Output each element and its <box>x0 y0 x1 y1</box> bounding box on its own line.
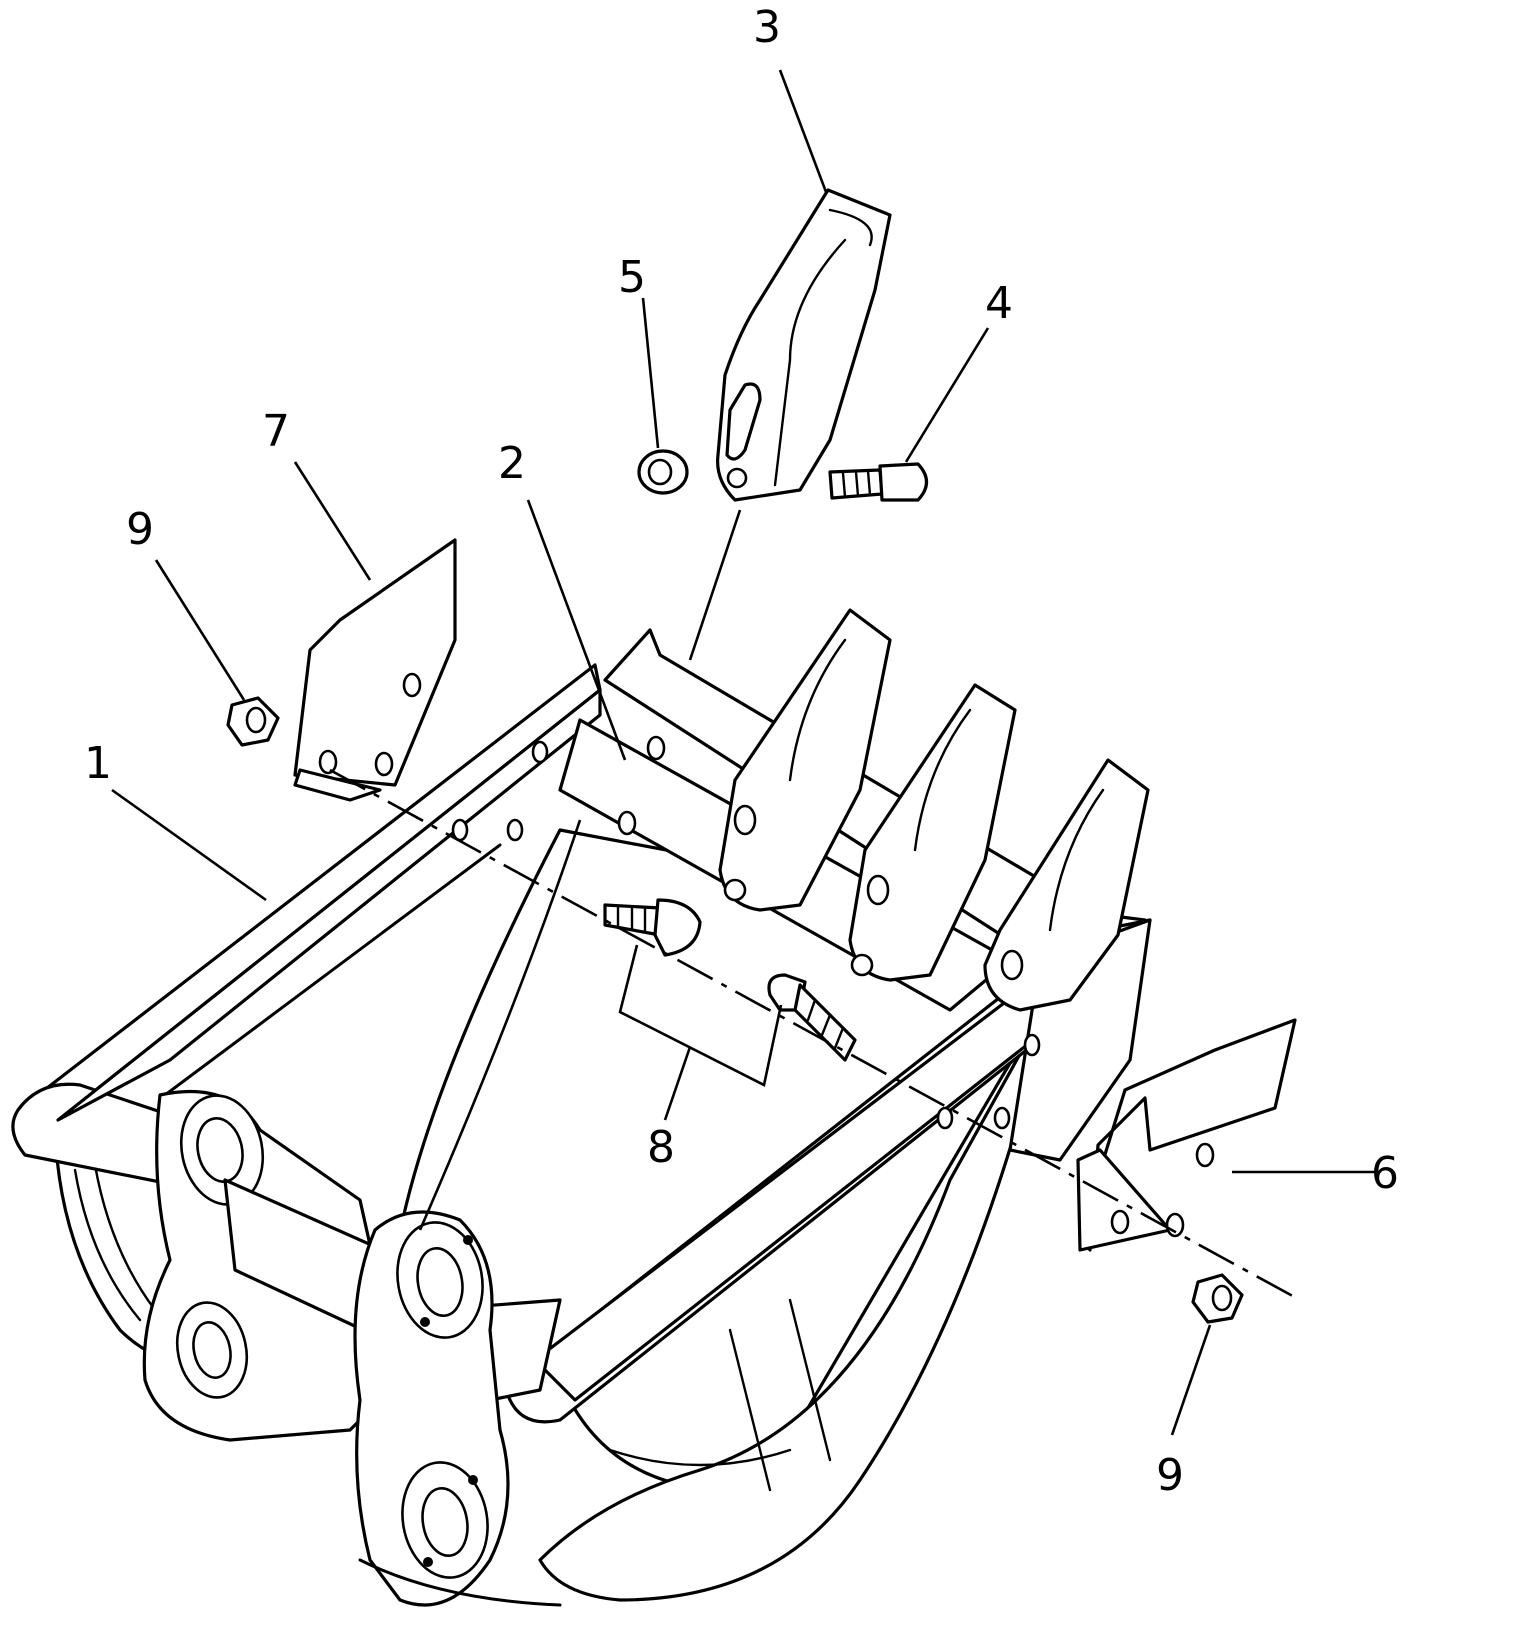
tooth-nut <box>637 449 689 495</box>
leader-lines <box>111 69 1375 1436</box>
cutter-nut-right <box>1191 1273 1244 1324</box>
callout-7: 7 <box>262 406 290 457</box>
tooth-bolt <box>828 462 929 502</box>
installed-tooth <box>983 758 1150 1012</box>
callout-1: 1 <box>84 738 112 789</box>
tooth-pin-hole <box>866 874 890 906</box>
alignment-lines <box>329 509 1301 1302</box>
side-plate-hole <box>936 1106 954 1130</box>
leader-line-9-right <box>1170 1324 1212 1436</box>
tooth-pin <box>723 878 747 902</box>
pin-boss-bore <box>416 1246 464 1318</box>
side-cutter-bolt-lower <box>767 973 857 1062</box>
adapter-hole <box>617 810 637 836</box>
nut-hole <box>647 458 673 486</box>
tooth-tip-edge <box>828 208 873 247</box>
tooth-pin-hole <box>733 804 757 836</box>
adapter-hole <box>646 735 666 761</box>
tooth-point <box>716 188 892 502</box>
bolt-head <box>653 898 702 957</box>
bolt-head <box>878 462 929 502</box>
exploded-tooth <box>716 188 892 502</box>
tooth-pin-hole <box>726 467 748 489</box>
leader-line-4 <box>904 327 990 463</box>
adapter-plate <box>617 735 666 836</box>
tooth-ridge <box>913 708 972 852</box>
shell-rib <box>728 1328 772 1492</box>
installed-tooth <box>718 608 892 912</box>
leader-line-9-left <box>154 559 246 701</box>
bolt-thread <box>841 469 872 499</box>
leader-line-1 <box>111 788 267 902</box>
side-cutter-hole <box>374 751 394 777</box>
callout-2: 2 <box>498 438 526 489</box>
leader-line-5 <box>641 297 660 449</box>
pin-boss-bore <box>192 1321 232 1379</box>
shell-rib <box>608 1448 792 1467</box>
tooth-slot <box>725 382 762 461</box>
side-cutter-left <box>293 538 457 802</box>
side-cutter-right <box>1076 1018 1297 1252</box>
callout-6: 6 <box>1371 1148 1399 1199</box>
bolt-thread <box>806 998 845 1050</box>
leader-line-3 <box>778 69 828 193</box>
callout-4: 4 <box>985 278 1013 329</box>
bottom-plate-edge <box>358 1558 562 1607</box>
grease-fitting <box>468 1475 478 1485</box>
side-plate-hole <box>506 818 524 842</box>
pin-boss-bore <box>421 1486 469 1558</box>
shell-rib <box>73 1168 142 1322</box>
tooth-ridge <box>1048 788 1105 932</box>
side-plate-hole <box>1023 1033 1041 1057</box>
bucket-shell-right <box>538 998 1052 1602</box>
side-cutter-bolt-upper <box>603 898 702 957</box>
leader-line-2 <box>526 499 627 761</box>
bolt-thread <box>616 904 647 934</box>
tooth-pin <box>850 953 874 977</box>
grease-fitting <box>423 1557 433 1567</box>
alignment-line-tooth <box>688 509 742 661</box>
callout-numbers: 3 4 5 2 7 9 1 8 6 9 <box>84 2 1399 1501</box>
callout-9-right: 9 <box>1156 1450 1184 1501</box>
callout-5: 5 <box>618 252 646 303</box>
alignment-line-cutter-bolts <box>329 768 1301 1302</box>
shell-rib <box>788 1298 832 1462</box>
tooth-ridge <box>788 638 847 782</box>
leader-line-8 <box>663 1046 692 1121</box>
left-inner-edge <box>163 843 502 1097</box>
shell-rib <box>93 1163 157 1312</box>
side-cutter-plate <box>293 538 457 787</box>
cutter-nut-left <box>226 696 280 747</box>
side-plate-hole <box>993 1106 1011 1130</box>
installed-teeth <box>718 608 1150 1012</box>
side-plate-hole <box>531 740 549 764</box>
leader-line-7 <box>293 461 372 581</box>
side-cutter-hole <box>1110 1209 1130 1235</box>
leader-bracket-8 <box>618 944 783 1087</box>
callout-8: 8 <box>647 1122 675 1173</box>
side-cutter-hole <box>402 672 422 698</box>
grease-fitting <box>463 1235 473 1245</box>
nut-hole <box>1211 1284 1233 1312</box>
callout-9-left: 9 <box>126 504 154 555</box>
nut-hole <box>245 706 267 734</box>
side-cutter-hole <box>1195 1142 1215 1168</box>
tooth-pin-hole <box>1000 949 1024 981</box>
side-cutter-edge <box>1076 1148 1172 1252</box>
tooth-ridge <box>773 238 847 487</box>
alignment-line-inner <box>418 819 582 1231</box>
grease-fitting <box>420 1317 430 1327</box>
side-cutter-hole <box>318 749 338 775</box>
callout-3: 3 <box>753 2 781 53</box>
bolt-shank <box>793 983 857 1062</box>
left-rail-inner <box>56 688 602 1122</box>
